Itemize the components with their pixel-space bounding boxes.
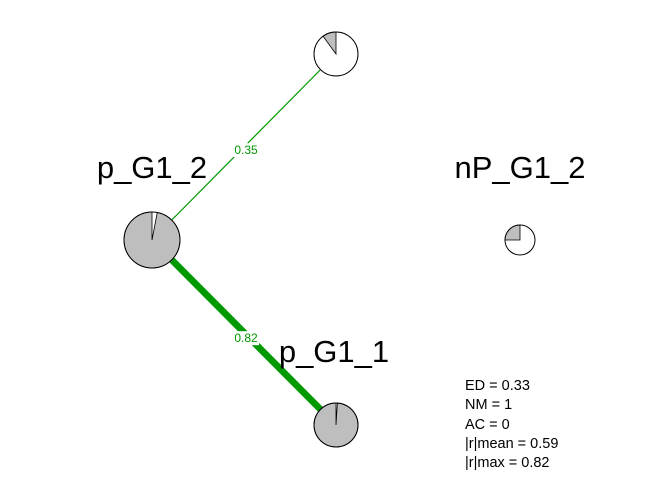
node-n_top: [313, 31, 359, 77]
node-nP_G1_2: [504, 224, 536, 256]
node-outline: [504, 224, 536, 256]
edge-label-bg: [233, 143, 260, 158]
network-stats: ED = 0.33 NM = 1 AC = 0 |r|mean = 0.59 |…: [465, 377, 558, 473]
stat-r-max: |r|max = 0.82: [465, 455, 550, 472]
stat-nm: NM = 1: [465, 397, 513, 414]
node-outline: [123, 211, 181, 269]
stat-ed: ED = 0.33: [465, 378, 530, 394]
stat-r-mean: |r|mean = 0.59: [465, 435, 559, 452]
node-outline: [313, 31, 359, 77]
node-p_G1_2: [123, 211, 181, 269]
edge-label-p_G1_2-n_top: 0.35: [234, 143, 258, 157]
edge-label-bg: [233, 331, 260, 346]
stat-ac: AC = 0: [465, 416, 510, 433]
node-label-p_G1_2: p_G1_2: [97, 150, 207, 185]
node-label-nP_G1_2: nP_G1_2: [455, 150, 586, 185]
node-label-p_G1_1: p_G1_1: [279, 334, 389, 369]
node-p_G1_1: [313, 402, 359, 448]
node-outline: [313, 402, 359, 448]
edge-label-p_G1_2-p_G1_1: 0.82: [234, 331, 258, 345]
